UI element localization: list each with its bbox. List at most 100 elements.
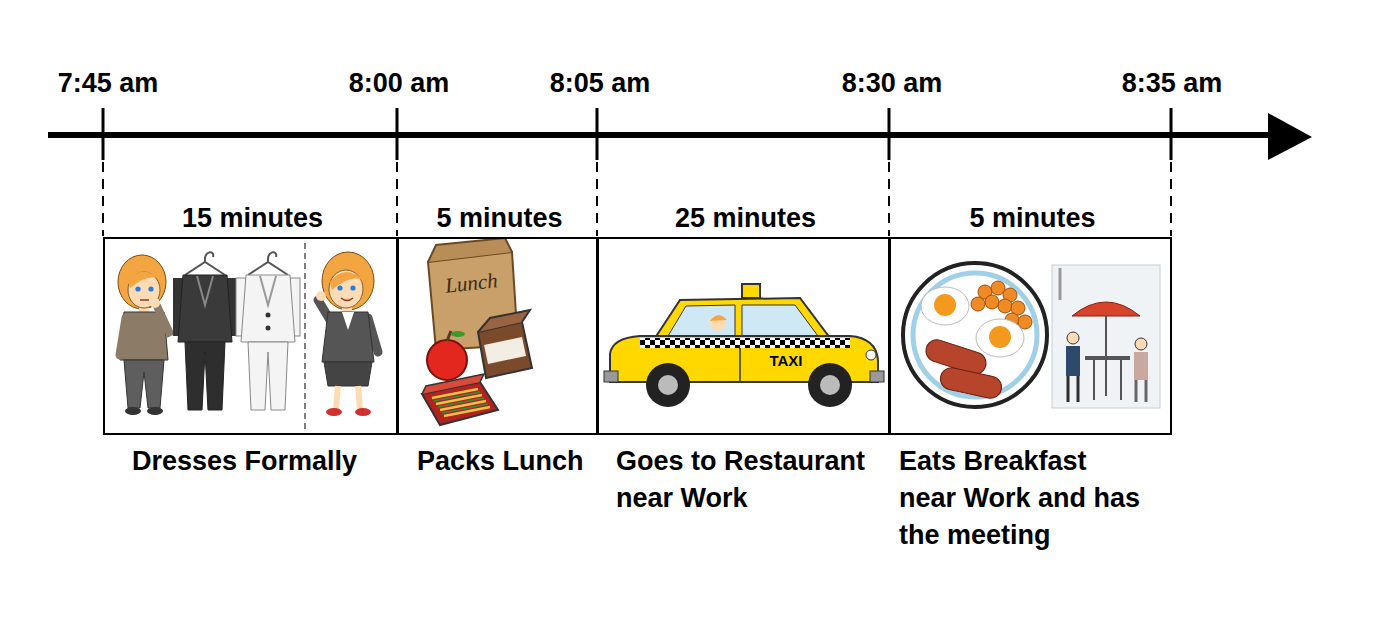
divider-line bbox=[304, 243, 306, 429]
woman-formal bbox=[336, 386, 360, 410]
woman-formal bbox=[324, 362, 372, 386]
breakfast-plate bbox=[971, 297, 985, 311]
step-caption: Goes to Restaurant near Work bbox=[616, 443, 894, 517]
woman-casual bbox=[118, 255, 166, 309]
woman-formal bbox=[322, 312, 374, 362]
dark-suit bbox=[185, 262, 225, 275]
cafe-scene bbox=[1059, 268, 1062, 300]
woman-casual bbox=[150, 298, 160, 308]
cafe-scene bbox=[1072, 302, 1140, 316]
taxi bbox=[604, 284, 884, 407]
woman-casual bbox=[120, 318, 126, 355]
taxi bbox=[739, 348, 741, 382]
timeline-axis bbox=[1170, 108, 1173, 160]
woman-formal bbox=[337, 285, 342, 290]
step-caption: Eats Breakfast near Work and has the mee… bbox=[899, 443, 1146, 554]
cafe-scene bbox=[1052, 265, 1160, 408]
white-suit bbox=[260, 276, 276, 305]
woman-casual bbox=[128, 271, 162, 288]
cafe-scene bbox=[1066, 346, 1080, 376]
cafe-scene bbox=[1085, 356, 1130, 360]
duration-label: 5 minutes bbox=[436, 201, 562, 235]
cafe-scene bbox=[1052, 265, 1160, 408]
woman-formal bbox=[326, 408, 342, 416]
cracker-box bbox=[432, 389, 490, 416]
cafe-scene bbox=[1068, 376, 1078, 402]
taxi bbox=[604, 371, 618, 382]
woman-casual bbox=[118, 255, 171, 415]
dark-suit bbox=[178, 275, 232, 342]
woman-casual bbox=[124, 360, 164, 408]
taxi bbox=[742, 305, 818, 336]
woman-formal bbox=[330, 272, 366, 290]
timeline-step-box: 15 minutesDresses Formally bbox=[103, 237, 398, 435]
milk-carton bbox=[478, 310, 532, 378]
cafe-scene bbox=[1067, 332, 1079, 344]
white-suit bbox=[268, 252, 276, 262]
cracker-box bbox=[434, 392, 488, 413]
woman-formal bbox=[316, 252, 378, 416]
dark-suit bbox=[197, 276, 213, 305]
step-caption: Dresses Formally bbox=[132, 443, 400, 480]
apple bbox=[447, 331, 451, 341]
breakfast-plate bbox=[998, 299, 1012, 313]
time-label: 8:30 am bbox=[842, 66, 943, 100]
taxi bbox=[820, 375, 840, 395]
dashed-guide bbox=[1170, 162, 1172, 236]
taxi bbox=[742, 284, 760, 298]
time-label: 8:00 am bbox=[349, 66, 450, 100]
timeline-axis bbox=[596, 108, 599, 160]
time-label: 8:35 am bbox=[1122, 66, 1223, 100]
taxi bbox=[668, 305, 735, 336]
woman-formal bbox=[316, 291, 326, 301]
step-caption: Packs Lunch bbox=[417, 443, 597, 480]
time-label: 8:05 am bbox=[550, 66, 651, 100]
white-suit bbox=[241, 275, 295, 342]
taxi bbox=[646, 363, 690, 407]
taxi bbox=[808, 363, 852, 407]
timeline-step-box: 5 minutesEats Breakfast near Work and ha… bbox=[889, 237, 1172, 435]
white-suit bbox=[248, 342, 288, 410]
timeline-step-box: 5 minutesPacks Lunch bbox=[397, 237, 598, 435]
cafe-scene bbox=[1093, 360, 1095, 400]
woman-formal bbox=[342, 312, 354, 330]
woman-casual bbox=[135, 286, 140, 291]
woman-formal bbox=[322, 252, 374, 310]
dashed-guide bbox=[102, 162, 104, 236]
timeline-axis bbox=[102, 108, 105, 160]
woman-formal bbox=[341, 298, 353, 301]
breakfast-plate bbox=[985, 295, 999, 309]
cafe-scene bbox=[1135, 338, 1147, 350]
timeline-axis bbox=[396, 108, 399, 160]
duration-label: 15 minutes bbox=[182, 201, 323, 235]
apple bbox=[427, 331, 467, 380]
cafe-scene bbox=[1134, 352, 1148, 380]
timeline-step-box: 25 minutesGoes to Restaurant near Work bbox=[597, 237, 890, 435]
taxi bbox=[658, 375, 678, 395]
time-label: 7:45 am bbox=[58, 66, 159, 100]
woman-casual bbox=[148, 286, 153, 291]
cracker-box bbox=[422, 374, 498, 425]
breakfast-plate bbox=[903, 263, 1047, 407]
timeline-axis bbox=[48, 108, 1312, 160]
woman-formal bbox=[355, 408, 371, 416]
milk-carton bbox=[484, 337, 526, 364]
woman-casual bbox=[125, 407, 141, 415]
breakfast-plate bbox=[938, 366, 1003, 400]
woman-casual bbox=[140, 299, 149, 301]
dashed-guide bbox=[396, 162, 398, 236]
breakfast-plate bbox=[976, 319, 1024, 357]
dashed-guide bbox=[596, 162, 598, 236]
cracker-box bbox=[422, 374, 484, 394]
woman-casual bbox=[157, 306, 171, 336]
white-suit bbox=[236, 252, 300, 410]
dashed-guide bbox=[888, 162, 890, 236]
duration-label: 25 minutes bbox=[675, 201, 816, 235]
duration-label: 5 minutes bbox=[969, 201, 1095, 235]
apple bbox=[427, 340, 467, 380]
apple bbox=[451, 331, 465, 337]
taxi bbox=[710, 315, 726, 331]
milk-carton bbox=[478, 310, 530, 332]
cafe-scene bbox=[1120, 360, 1122, 400]
